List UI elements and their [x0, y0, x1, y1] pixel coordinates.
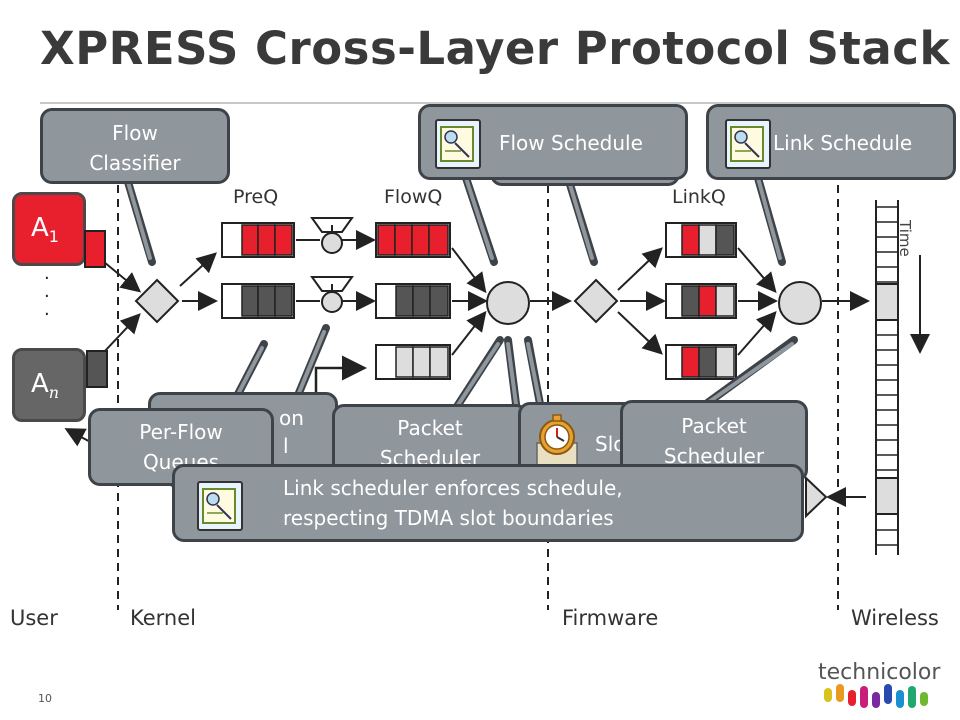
packet-scheduler-kernel-line-1: Packet: [397, 416, 463, 440]
layer-label-wireless: Wireless: [851, 606, 939, 630]
flowq-queue-1: [375, 222, 451, 258]
app-a1-sub: 1: [48, 227, 59, 247]
link-scheduler-note-line-2: respecting TDMA slot boundaries: [283, 506, 614, 530]
app-a1-tab: [84, 230, 106, 268]
flowq-queue-3: [375, 344, 451, 380]
flow-schedule-callout: Flow Schedule: [418, 104, 688, 180]
tdma-slot-strip: [875, 200, 899, 555]
schedule-doc-icon: [435, 119, 481, 169]
link-scheduler-circle: [778, 281, 822, 325]
linkq-queue-3: [665, 344, 737, 380]
app-dots: · · ·: [44, 268, 50, 325]
technicolor-logo-text: technicolor: [818, 660, 941, 685]
link-schedule-callout: Link Schedule: [706, 104, 956, 180]
linkq-queue-1: [665, 222, 737, 258]
preq-label: PreQ: [233, 186, 279, 208]
preq-queue-1: [221, 222, 295, 258]
app-a1-name: A: [31, 213, 49, 243]
technicolor-logo-icon: [824, 684, 928, 708]
congestion-fragment-2: l: [283, 434, 289, 458]
packet-scheduler-firmware-line-1: Packet: [681, 414, 747, 438]
valve-1: [310, 217, 354, 254]
layer-label-firmware: Firmware: [562, 606, 659, 630]
flow-schedule-label: Flow Schedule: [499, 131, 643, 155]
app-an-box: An: [12, 348, 86, 422]
app-a1-box: A1: [12, 192, 86, 266]
flow-classifier-line-1: Flow: [112, 121, 158, 145]
layer-label-kernel: Kernel: [130, 606, 196, 630]
linkq-queue-2: [665, 283, 737, 319]
flowq-label: FlowQ: [384, 186, 443, 208]
flow-classifier-callout: Flow Classifier: [40, 108, 230, 184]
app-an-sub: n: [48, 383, 60, 403]
preq-queue-2: [221, 283, 295, 319]
page-number: 10: [38, 692, 52, 705]
schedule-doc-icon: [197, 481, 243, 531]
link-scheduler-note-callout: Link scheduler enforces schedule, respec…: [172, 464, 804, 542]
valve-2: [310, 276, 354, 313]
link-scheduler-note-text: Link scheduler enforces schedule, respec…: [283, 473, 623, 533]
app-an-tab: [86, 350, 108, 388]
stopwatch-icon: [535, 413, 579, 469]
schedule-doc-icon: [725, 119, 771, 169]
flow-scheduler-circle: [486, 281, 530, 325]
firmware-classifier-diamond: [573, 278, 619, 324]
app-an-name: A: [31, 369, 49, 399]
link-scheduler-note-line-1: Link scheduler enforces schedule,: [283, 476, 623, 500]
link-schedule-label: Link Schedule: [773, 131, 913, 155]
callout-pointers-inner: [126, 176, 794, 410]
time-label: Time: [896, 220, 914, 257]
slide-title: XPRESS Cross-Layer Protocol Stack: [40, 22, 950, 75]
layer-label-user: User: [10, 606, 58, 630]
linkq-label: LinkQ: [672, 186, 726, 208]
per-flow-queues-line-1: Per-Flow: [139, 420, 223, 444]
title-rule: [40, 102, 920, 104]
classifier-diamond: [134, 278, 180, 324]
congestion-fragment-1: on: [279, 406, 304, 430]
flow-classifier-line-2: Classifier: [89, 151, 181, 175]
flowq-queue-2: [375, 283, 451, 319]
